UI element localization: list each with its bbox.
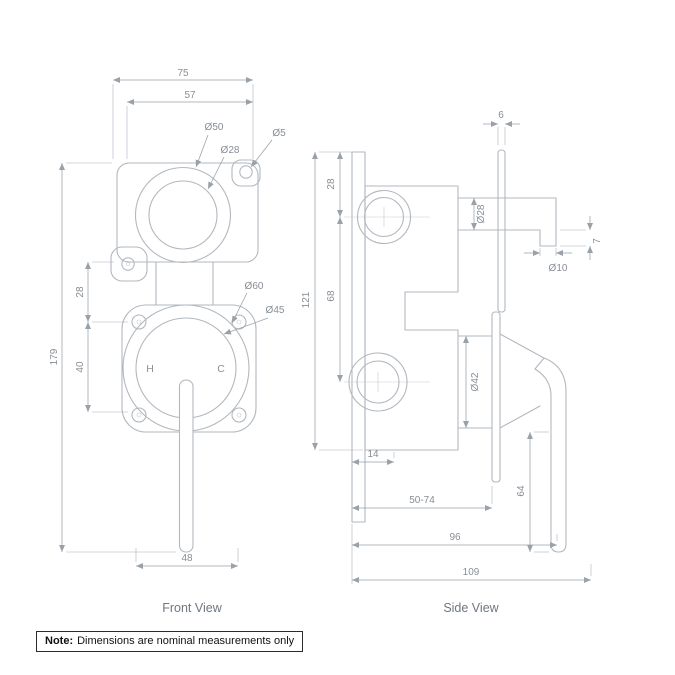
side-dim-28-label: 28 [326,178,337,190]
side-dim-96-label: 96 [449,532,461,543]
front-dim-75-label: 75 [177,68,189,79]
front-screw-dot-left [126,262,130,266]
side-handle-cone-bottom [499,405,541,429]
side-lower-port-inner [356,360,400,404]
front-screw-hole-left [121,257,135,271]
front-screw-tab-right [231,159,261,187]
front-plate-screw-tr-dot [236,319,242,325]
front-dia60-label: Ø60 [245,281,264,292]
side-dim-68-label: 68 [326,290,337,302]
side-dim-14-label: 14 [367,449,379,460]
side-dia10-label: Ø10 [549,263,568,274]
side-handle-lever [534,357,567,553]
note-text: Dimensions are nominal measurements only [77,635,295,647]
front-dia50-label: Ø50 [205,122,224,133]
front-leader-dia60 [231,292,248,324]
front-view-caption: Front View [162,601,222,615]
side-lower-trim-plate [491,311,501,483]
front-top-inner-circle [148,180,218,250]
front-dia45-label: Ø45 [266,305,285,316]
front-screw-hole-right [239,165,253,179]
side-view-caption: Side View [443,601,499,615]
note-box: Note: Dimensions are nominal measurement… [36,631,304,652]
front-leader-dia50 [195,134,209,168]
side-dim-64-label: 64 [516,485,527,497]
side-top-port-inner [363,196,405,238]
side-dia42-label: Ø42 [470,372,481,391]
front-plate-screw-bl-dot [136,412,142,418]
front-view: 75 57 Ø50 Ø28 Ø5 179 28 40 Ø60 Ø4 [49,68,286,615]
side-valve-body [364,185,459,451]
note-label: Note: [45,635,74,647]
front-geometry [110,159,261,553]
front-cold-label: C [217,363,225,375]
side-dim-121-label: 121 [301,291,312,308]
side-view: 6 28 68 121 Ø28 Ø10 7 Ø42 [301,110,603,615]
side-dim-6-label: 6 [498,110,504,121]
side-lower-port-outer [348,352,408,412]
front-top-outer-circle [134,166,232,264]
front-plate-screw-br [231,407,247,423]
front-dimensions: 75 57 Ø50 Ø28 Ø5 179 28 40 Ø60 Ø4 [49,68,286,569]
side-dim-109-label: 109 [463,567,480,578]
side-top-port-outer [356,189,412,245]
front-leader-dia45 [223,317,269,335]
front-dim-179-label: 179 [49,348,60,365]
side-dim-50-74-label: 50-74 [409,495,435,506]
front-plate-screw-br-dot [236,412,242,418]
front-handle-lever [178,379,194,553]
front-dim-28-label: 28 [75,286,86,298]
side-top-trim-plate [497,149,506,313]
front-hot-label: H [146,363,154,375]
front-screw-tab-left [110,246,148,282]
front-plate-screw-tl-dot [136,319,142,325]
side-dia28-label: Ø28 [476,204,487,223]
front-plate-screw-tl [131,314,147,330]
side-handle-cone-top [499,333,545,359]
front-leader-dia5 [250,139,273,168]
side-back-plate [351,151,366,523]
front-dia5-label: Ø5 [272,128,286,139]
front-dim-48-label: 48 [181,553,193,564]
front-dim-40-label: 40 [75,361,86,373]
side-dim-7-label: 7 [592,238,603,244]
front-plate-screw-bl [131,407,147,423]
side-geometry [344,149,567,553]
front-dim-57-label: 57 [184,90,196,101]
front-dia28-label: Ø28 [221,145,240,156]
side-dimensions: 6 28 68 121 Ø28 Ø10 7 Ø42 [301,110,603,584]
front-leader-dia28 [207,156,225,190]
